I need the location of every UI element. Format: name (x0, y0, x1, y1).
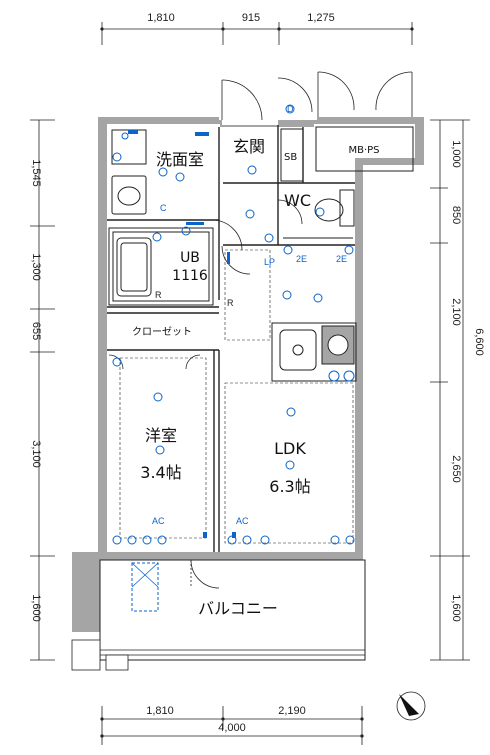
room-ldk: LDK (274, 439, 306, 458)
mark-r1: R (155, 290, 162, 300)
room-genkan: 玄関 (233, 137, 265, 156)
dim-bottom-total: 4,000 (218, 722, 246, 734)
electric-symbols (112, 104, 355, 545)
room-wc: WC (284, 191, 311, 210)
ub-outline (108, 227, 214, 306)
dim-right-2: 850 (450, 206, 462, 224)
dim-top-1: 1,810 (147, 12, 175, 24)
room-senmen: 洗面室 (156, 150, 204, 169)
balcony (71, 552, 366, 671)
dim-right-total: 6,600 (473, 328, 485, 356)
dim-top-3: 1,275 (307, 12, 335, 24)
room-ub: UB (180, 250, 200, 266)
mark-2e-1: 2E (296, 254, 307, 264)
dim-left-2: 1,300 (30, 253, 42, 281)
dim-bottom-1: 1,810 (146, 705, 174, 717)
dashed-zones (119, 249, 354, 544)
mark-d: D (287, 104, 294, 114)
mark-r2: R (227, 298, 234, 308)
dim-left-5: 1,600 (30, 594, 42, 622)
dim-right-3: 2,100 (450, 298, 462, 326)
mark-2e-2: 2E (336, 254, 347, 264)
north-arrow-icon (396, 691, 426, 721)
room-ub-size: 1116 (172, 268, 208, 284)
mark-ac2: AC (236, 516, 249, 526)
toilet (283, 189, 355, 239)
dim-right-1: 1,000 (450, 140, 462, 168)
mark-ac1: AC (152, 516, 165, 526)
dim-left-1: 1,545 (30, 159, 42, 187)
room-youshitsu-size: 3.4帖 (140, 463, 181, 482)
dim-top-2: 915 (242, 12, 260, 24)
room-youshitsu: 洋室 (145, 426, 177, 445)
room-closet: クローゼット (132, 326, 192, 338)
mark-c: C (160, 203, 167, 213)
room-mbps: MB·PS (348, 145, 379, 156)
dim-left-3: 655 (30, 322, 42, 340)
dim-right-4: 2,650 (450, 455, 462, 483)
door-swings (108, 71, 413, 370)
kitchen (271, 322, 357, 382)
dim-right-5: 1,600 (450, 594, 462, 622)
room-ldk-size: 6.3帖 (269, 477, 310, 496)
mark-lp: LP (264, 257, 275, 267)
interior-walls (107, 125, 414, 552)
room-sb: SB (284, 152, 297, 163)
dimension-lines (30, 22, 470, 745)
room-balcony: バルコニー (198, 599, 278, 618)
dim-bottom-2: 2,190 (278, 705, 306, 717)
dim-left-4: 3,100 (30, 440, 42, 468)
